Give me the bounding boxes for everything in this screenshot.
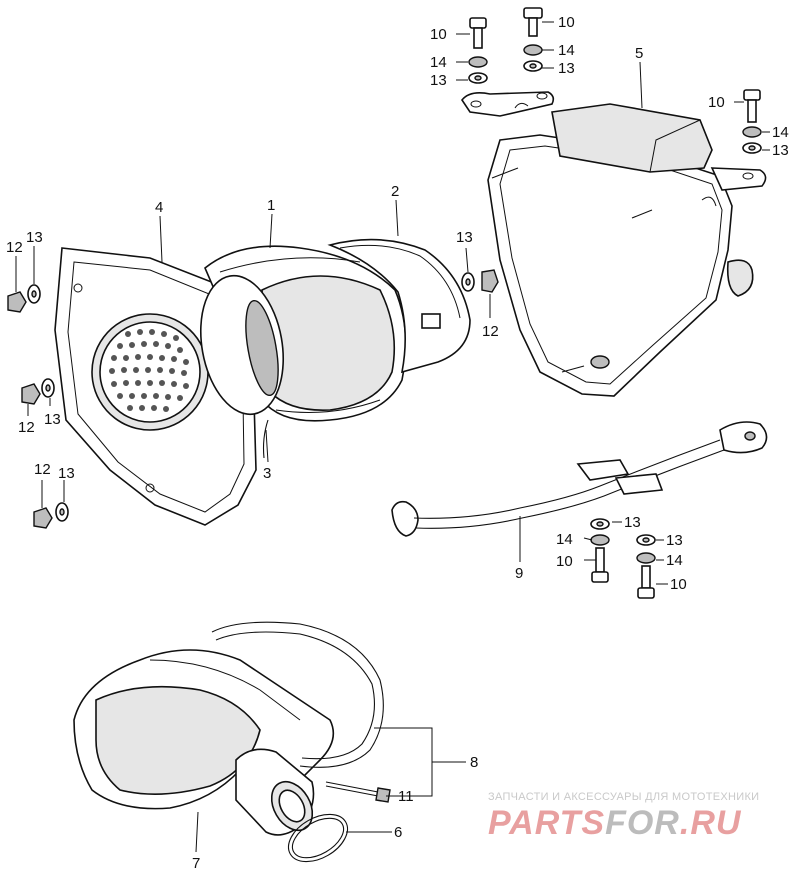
label-washer-13-a: 13 [430, 72, 447, 89]
label-part-7: 7 [192, 855, 200, 872]
label-part-6: 6 [394, 824, 402, 841]
label-bolt-10-a: 10 [430, 26, 447, 43]
label-nut-12-g: 12 [34, 461, 51, 478]
o-ring [287, 813, 349, 863]
bolt-stack-top-left [468, 17, 488, 84]
watermark-brand: PARTSFOR.RU [488, 804, 742, 842]
screw [325, 781, 391, 803]
label-washer-14-b: 14 [558, 42, 575, 59]
label-part-1: 1 [267, 197, 275, 214]
label-nut-12-d: 12 [482, 323, 499, 340]
label-part-8: 8 [470, 754, 478, 771]
label-washer-13-f: 13 [44, 411, 61, 428]
filter-gasket-plate [327, 238, 471, 374]
filter-clip [262, 419, 269, 459]
watermark-brand-for: FOR [605, 804, 680, 842]
support-stay [391, 421, 768, 537]
leader-lines [15, 21, 770, 853]
hardware-fasteners [7, 7, 762, 599]
label-part-11: 11 [398, 788, 414, 805]
label-washer-14-i: 14 [666, 552, 683, 569]
label-washer-13-c: 13 [772, 142, 789, 159]
label-washer-14-a: 14 [430, 54, 447, 71]
bolt-stack-top-right [523, 7, 543, 72]
label-part-5: 5 [635, 45, 643, 62]
watermark-brand-ru: .RU [680, 804, 742, 842]
label-part-9: 9 [515, 565, 523, 582]
perforated-screen [109, 329, 189, 412]
intake-duct [73, 621, 384, 836]
watermark: ЗАПЧАСТИ И АКСЕССУАРЫ ДЛЯ МОТОТЕХНИКИ PA… [488, 791, 759, 842]
filter-element [199, 245, 407, 422]
label-bolt-10-c: 10 [708, 94, 725, 111]
label-washer-14-h: 14 [556, 531, 573, 548]
label-washer-13-e: 13 [26, 229, 43, 246]
label-washer-13-b: 13 [558, 60, 575, 77]
label-part-4: 4 [155, 199, 163, 216]
label-washer-13-d: 13 [456, 229, 473, 246]
part-labels: 1 2 3 4 5 6 7 8 9 11 10 14 13 10 14 13 1… [6, 14, 789, 872]
label-washer-14-c: 14 [772, 124, 789, 141]
watermark-brand-parts: PARTS [488, 804, 605, 842]
nut-washer-left-bottom [33, 502, 69, 529]
label-bolt-10-h: 10 [556, 553, 573, 570]
label-bolt-10-b: 10 [558, 14, 575, 31]
air-cleaner-case [461, 91, 767, 397]
label-nut-12-e: 12 [6, 239, 23, 256]
label-washer-13-g: 13 [58, 465, 75, 482]
label-washer-13-h: 13 [624, 514, 641, 531]
label-nut-12-f: 12 [18, 419, 35, 436]
label-bolt-10-i: 10 [670, 576, 687, 593]
bolt-stack-stay-left [590, 518, 610, 583]
nut-washer-case [461, 269, 499, 293]
nut-washer-left-middle [21, 378, 55, 405]
label-part-2: 2 [391, 183, 399, 200]
nut-washer-left-top [7, 284, 41, 313]
label-part-3: 3 [263, 465, 271, 482]
label-washer-13-i: 13 [666, 532, 683, 549]
bolt-stack-stay-right [636, 534, 656, 599]
watermark-tagline: ЗАПЧАСТИ И АКСЕССУАРЫ ДЛЯ МОТОТЕХНИКИ [488, 791, 759, 803]
bolt-stack-right [742, 89, 762, 154]
